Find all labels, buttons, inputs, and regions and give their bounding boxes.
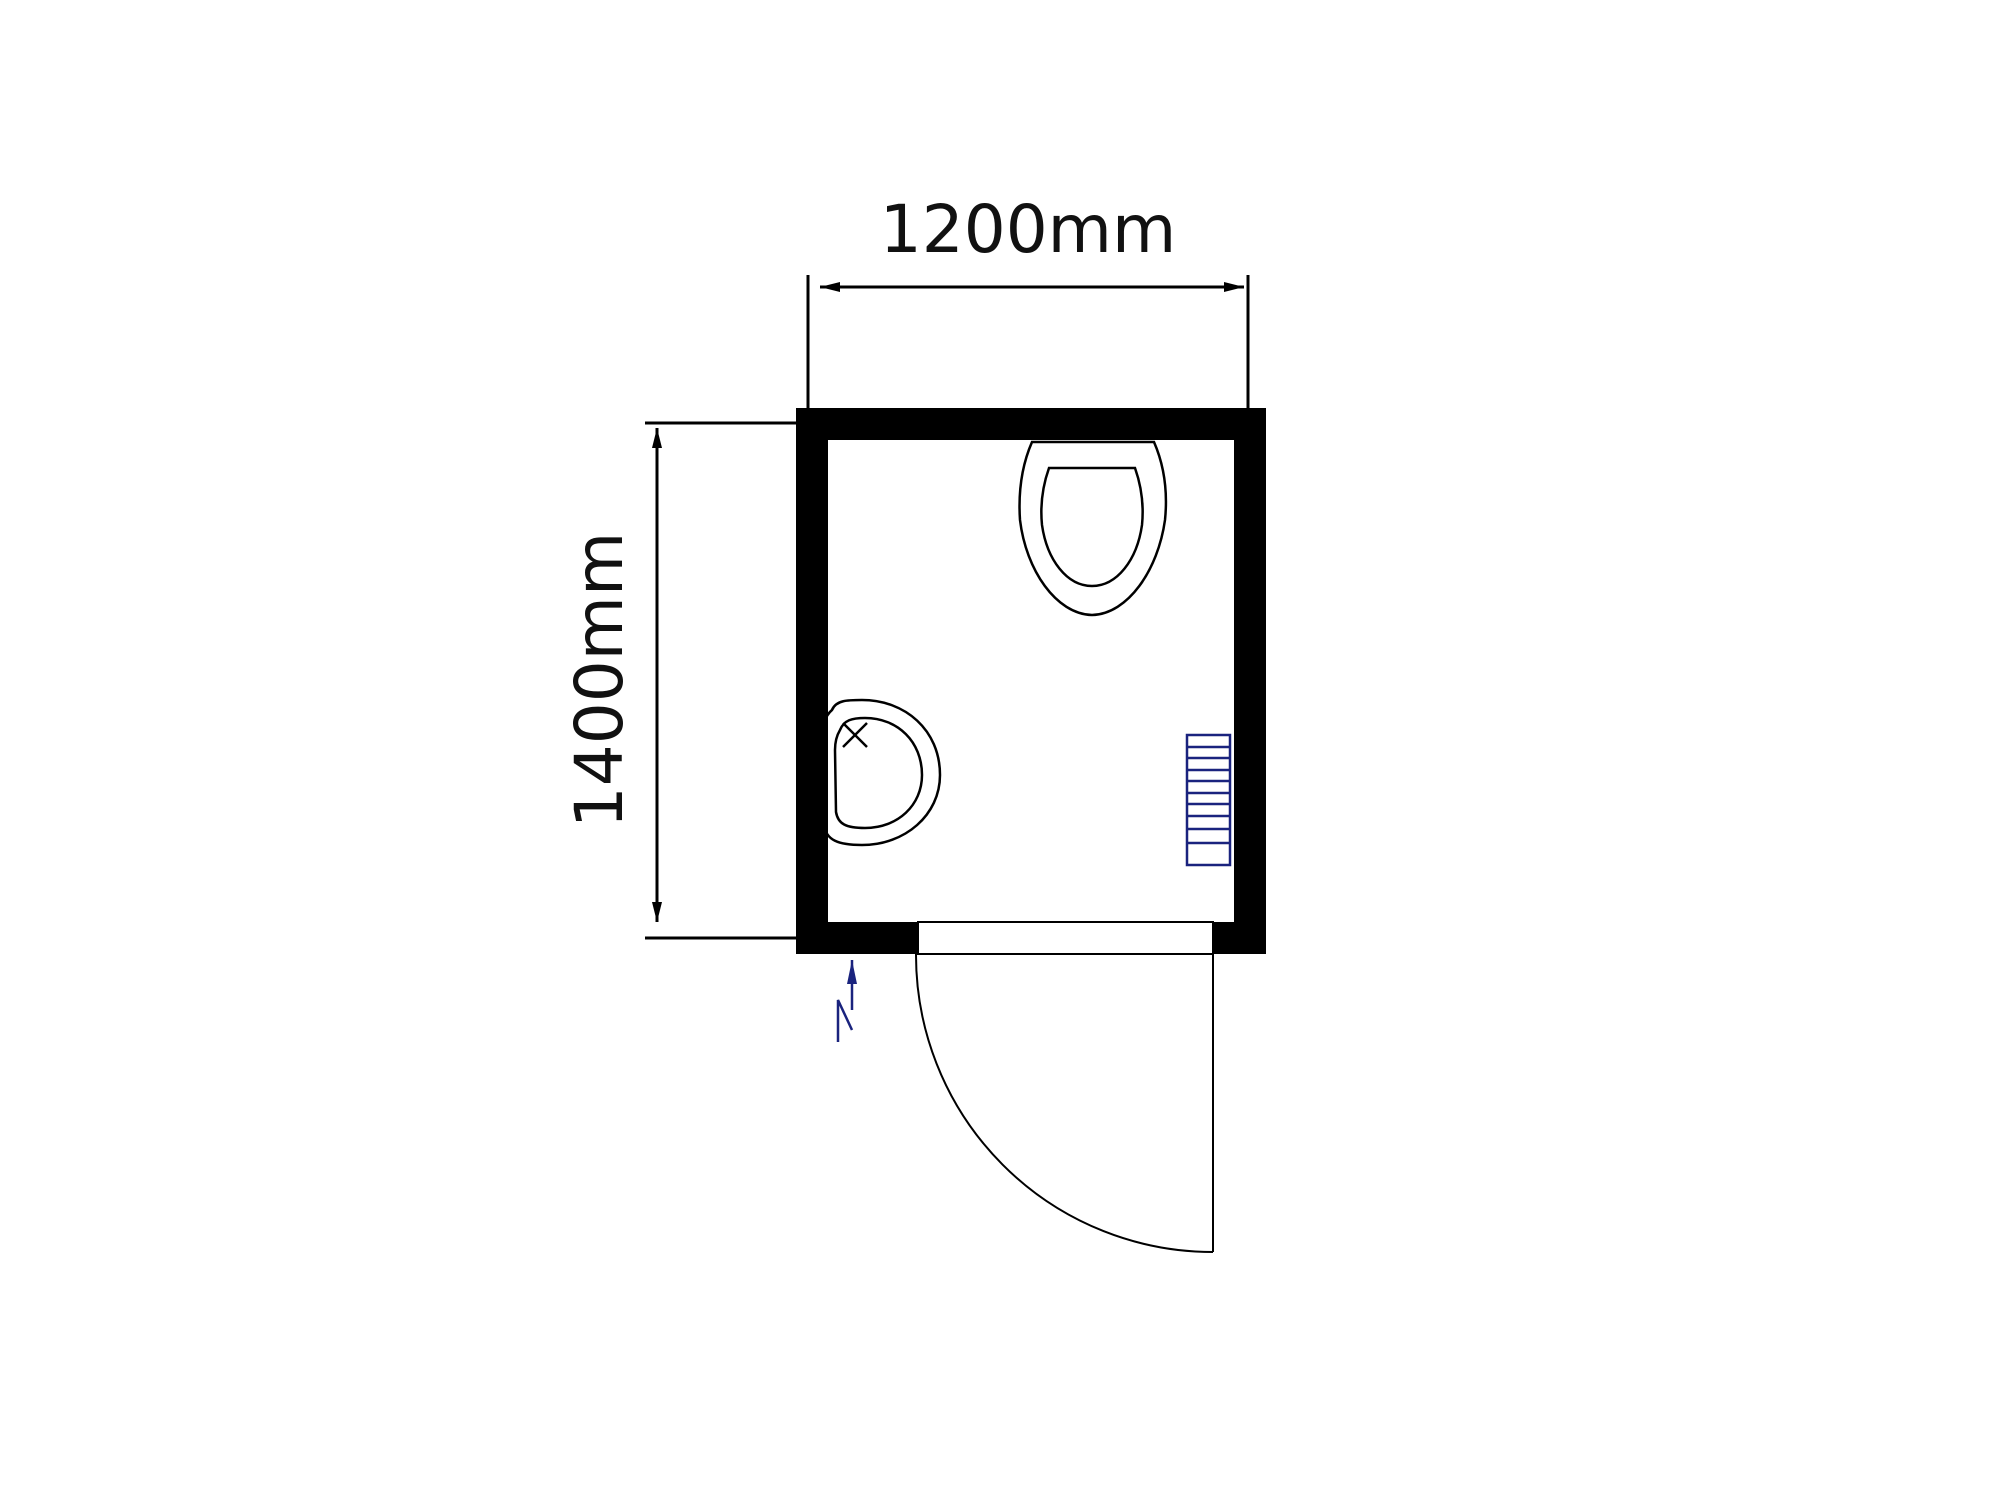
toilet-icon — [1018, 440, 1168, 617]
wall-left — [796, 408, 828, 954]
basin-bowl — [833, 716, 924, 830]
walls — [796, 408, 1266, 954]
north-marker — [836, 960, 857, 1042]
depth-dimension-label: 1400mm — [561, 532, 638, 829]
wash-basin-icon — [820, 698, 942, 847]
basin-outer-rim — [820, 698, 942, 847]
wall-top — [796, 408, 1266, 440]
wall-bottom-right — [1213, 922, 1266, 954]
toilet-bowl — [1040, 466, 1144, 588]
wall-right — [1234, 408, 1266, 954]
north-marker-label: N — [870, 1039, 871, 1041]
width-dimension: 1200mm — [806, 191, 1250, 408]
toilet-outer-rim — [1018, 440, 1168, 617]
door-swing-icon — [914, 953, 1214, 1253]
towel-rail-icon — [1185, 733, 1232, 867]
basin-tap-cross-b — [842, 722, 868, 748]
towel-rail-frame — [1185, 733, 1232, 867]
width-dimension-label: 1200mm — [880, 191, 1177, 268]
door — [914, 921, 1214, 1253]
depth-dimension: 1400mm — [561, 421, 796, 940]
door-threshold — [917, 921, 1214, 955]
wall-bottom-left — [796, 922, 918, 954]
north-letter-n-icon — [836, 999, 854, 1042]
